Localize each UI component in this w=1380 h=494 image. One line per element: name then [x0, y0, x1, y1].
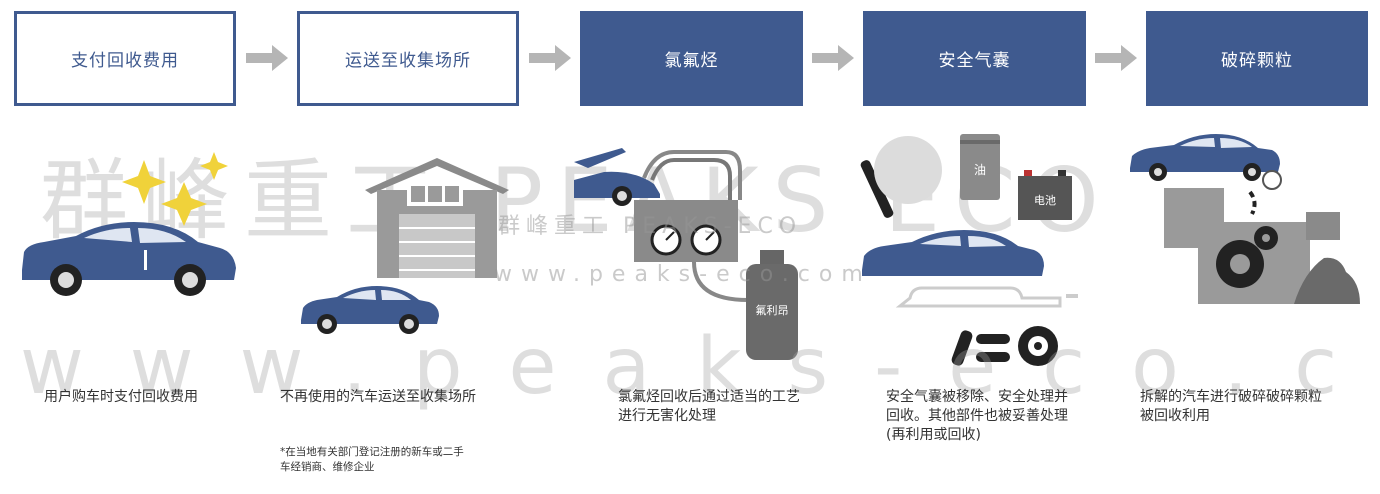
oil-label: 油 [974, 163, 986, 177]
gauge-station-icon [634, 200, 738, 262]
arrow-right-icon [246, 45, 288, 71]
step-title: 运送至收集场所 [345, 51, 471, 71]
freon-tank-icon: 氟利昂 [746, 250, 798, 360]
car-icon [1130, 134, 1280, 181]
shredding-illustration [1130, 134, 1360, 304]
car-front-icon [574, 148, 660, 206]
wheel-icon [1262, 170, 1282, 190]
step-box-payment: 支付回收费用 [14, 11, 236, 106]
arrow-right-icon [1095, 45, 1137, 71]
gear-icon [1216, 226, 1278, 288]
arrow-right-icon [812, 45, 854, 71]
step-title: 破碎颗粒 [1221, 51, 1293, 71]
step-title: 安全气囊 [938, 51, 1011, 71]
footnote: *在当地有关部门登记注册的新车或二手 车经销商、维修企业 [280, 446, 464, 473]
battery-label: 电池 [1034, 194, 1056, 207]
sparkle-icon [200, 152, 228, 180]
step-description: 氯氟烃回收后通过适当的工艺 进行无害化处理 [618, 389, 800, 424]
new-car-illustration [22, 152, 236, 296]
arrow-right-icon [529, 45, 571, 71]
steering-wheel-icon [860, 160, 894, 218]
step-description: 用户购车时支付回收费用 [44, 389, 198, 405]
battery-icon: 电池 [1018, 170, 1072, 220]
step-box-shredding: 破碎颗粒 [1146, 11, 1368, 106]
tires-icon [951, 326, 1058, 366]
airbag-icon [874, 136, 942, 204]
car-icon [22, 222, 236, 296]
sparkle-icon [122, 160, 166, 204]
step-title: 氯氟烃 [664, 51, 719, 71]
step-box-transport: 运送至收集场所 [297, 11, 519, 106]
car-icon [301, 286, 439, 334]
particles-pile-icon [1294, 257, 1360, 304]
airbag-removal-illustration: 油 电池 [860, 134, 1078, 366]
step-description: 拆解的汽车进行破碎破碎颗粒 被回收利用 [1140, 389, 1322, 424]
step-description: 不再使用的汽车运送至收集场所 [280, 389, 476, 405]
shredder-machine-icon [1164, 188, 1340, 304]
watermark-url: www.peaks-eco.com [494, 262, 872, 287]
step-description: 安全气囊被移除、安全处理并 回收。其他部件也被妥善处理 (再利用或回收) [886, 389, 1068, 443]
step-box-cfc: 氯氟烃 [580, 11, 803, 106]
watermark-text: 群峰重工 PEAKS-ECO [498, 214, 803, 239]
tank-label: 氟利昂 [756, 304, 789, 317]
step-box-airbag: 安全气囊 [863, 11, 1086, 106]
oil-can-icon: 油 [960, 134, 1000, 200]
car-body-icon [862, 230, 1078, 308]
watermark-url-large: www.peaks-eco.com [20, 322, 1380, 412]
warehouse-icon [365, 158, 509, 278]
collection-site-illustration [301, 158, 509, 334]
cfc-recovery-illustration: 氟利昂 [574, 148, 798, 360]
step-title: 支付回收费用 [71, 51, 179, 71]
sparkle-icon [161, 182, 207, 226]
